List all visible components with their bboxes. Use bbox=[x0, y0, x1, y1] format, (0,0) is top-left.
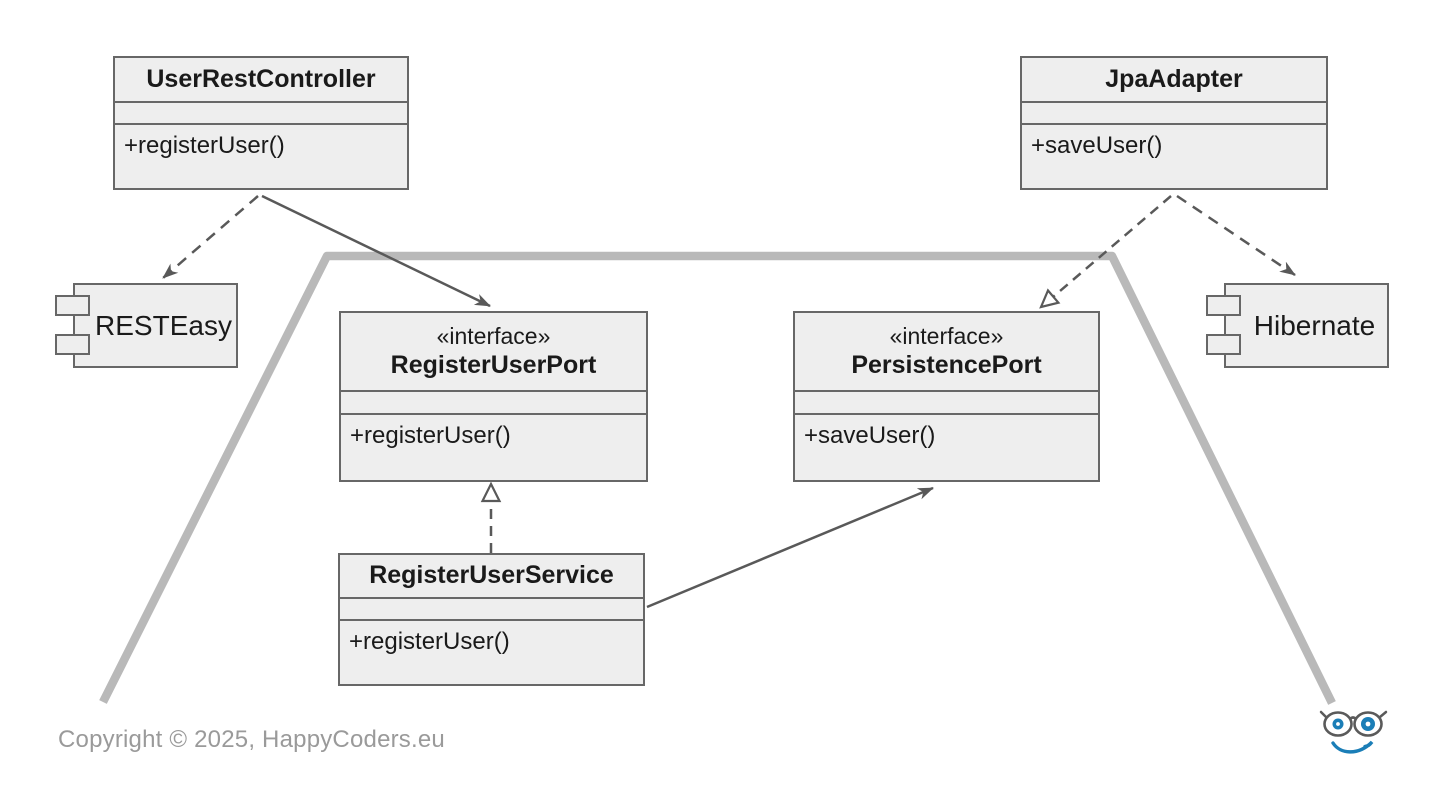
attributes-compartment bbox=[795, 392, 1098, 415]
component-tab-icon bbox=[55, 334, 90, 355]
hexagon-boundary bbox=[99, 251, 1336, 705]
attributes-compartment bbox=[341, 392, 646, 415]
class-title-compartment: JpaAdapter bbox=[1022, 58, 1326, 103]
component-resteasy: RESTEasy bbox=[55, 283, 238, 368]
methods-compartment: +saveUser() bbox=[804, 422, 936, 449]
component-tab-icon bbox=[1206, 295, 1241, 316]
realization-triangle-persistenceport bbox=[1039, 288, 1061, 309]
attributes-compartment bbox=[340, 599, 643, 621]
class-name: RegisterUserPort bbox=[390, 351, 597, 380]
class-title-compartment: UserRestController bbox=[115, 58, 407, 103]
methods-compartment: +saveUser() bbox=[1031, 132, 1163, 159]
realization-arrow-jpaadapter-persistenceport bbox=[1052, 195, 1172, 298]
dependency-arrow-userrestcontroller-resteasy bbox=[162, 195, 259, 279]
class-title-compartment: «interface» PersistencePort bbox=[795, 313, 1098, 392]
class-register-user-service: RegisterUserService +registerUser() bbox=[338, 553, 645, 686]
component-tab-icon bbox=[1206, 334, 1241, 355]
class-user-rest-controller: UserRestController +registerUser() bbox=[113, 56, 409, 190]
interface-register-user-port: «interface» RegisterUserPort +registerUs… bbox=[339, 311, 648, 482]
happycoders-logo-icon bbox=[1319, 710, 1388, 754]
copyright-text: Copyright © 2025, HappyCoders.eu bbox=[58, 726, 445, 753]
class-title-compartment: RegisterUserService bbox=[340, 555, 643, 599]
class-name: PersistencePort bbox=[851, 351, 1042, 380]
dependency-arrow-jpaadapter-hibernate bbox=[1176, 194, 1296, 277]
realization-triangle-registeruserport bbox=[480, 481, 502, 503]
methods-compartment: +registerUser() bbox=[124, 132, 285, 159]
class-name: UserRestController bbox=[146, 64, 376, 93]
methods-compartment: +registerUser() bbox=[349, 628, 510, 655]
component-hibernate: Hibernate bbox=[1206, 283, 1389, 368]
association-arrow-registeruserservice-persistenceport bbox=[646, 486, 934, 609]
stereotype-label: «interface» bbox=[889, 322, 1004, 349]
interface-persistence-port: «interface» PersistencePort +saveUser() bbox=[793, 311, 1100, 482]
class-name: RegisterUserService bbox=[369, 561, 614, 590]
component-name: Hibernate bbox=[1253, 309, 1376, 341]
attributes-compartment bbox=[1022, 103, 1326, 125]
component-name: RESTEasy bbox=[95, 309, 232, 341]
association-arrow-userrestcontroller-registeruserport bbox=[261, 194, 491, 308]
class-title-compartment: «interface» RegisterUserPort bbox=[341, 313, 646, 392]
attributes-compartment bbox=[115, 103, 407, 125]
class-name: JpaAdapter bbox=[1105, 64, 1243, 93]
methods-compartment: +registerUser() bbox=[350, 422, 511, 449]
class-jpa-adapter: JpaAdapter +saveUser() bbox=[1020, 56, 1328, 190]
component-tab-icon bbox=[55, 295, 90, 316]
stereotype-label: «interface» bbox=[436, 322, 551, 349]
